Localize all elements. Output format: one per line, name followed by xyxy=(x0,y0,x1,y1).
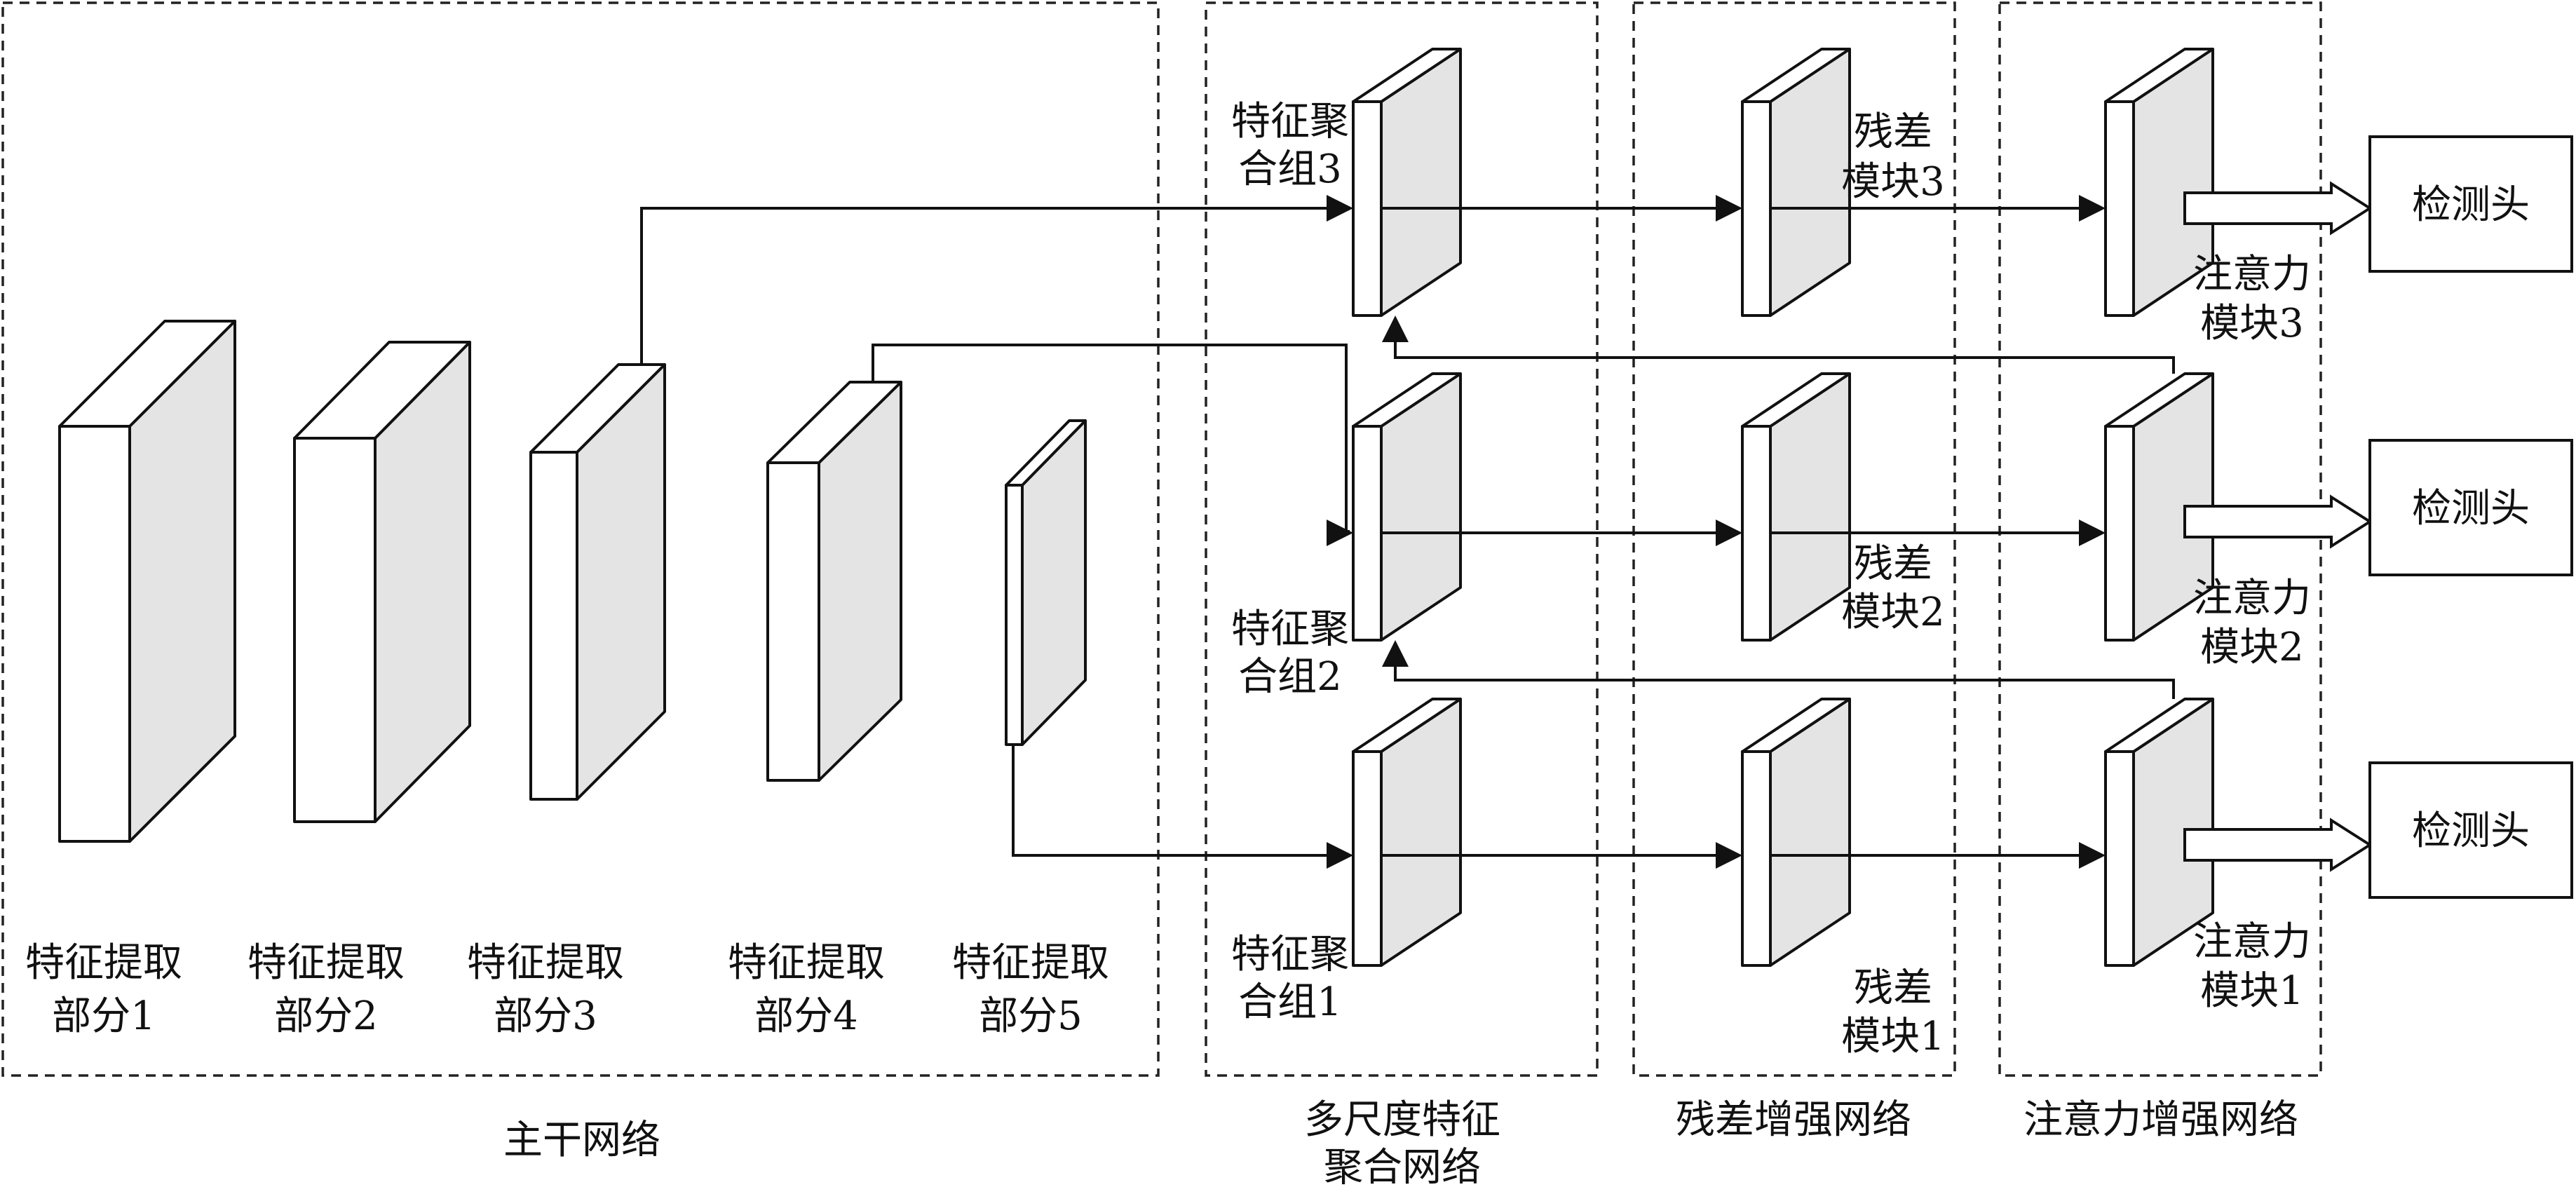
residual-module-1-label-line1: 残差 xyxy=(1854,965,1932,1011)
residual-frame xyxy=(1632,1,1956,1077)
hollow-arrow-3 xyxy=(2183,181,2373,236)
residual-slab-1 xyxy=(1741,698,1851,967)
residual-module-3-label-line2: 模块3 xyxy=(1841,159,1945,205)
fusion-slab-1 xyxy=(1352,698,1462,967)
fusion-title-line2: 聚合网络 xyxy=(1324,1145,1481,1190)
backbone-part-1-label-line2: 部分1 xyxy=(52,993,156,1039)
attention-slab-3 xyxy=(2104,48,2214,317)
residual-module-3-label-line1: 残差 xyxy=(1854,109,1932,155)
backbone-part-4-label-line2: 部分4 xyxy=(754,993,858,1039)
flow-row-2 xyxy=(1381,520,2106,546)
backbone-block-5 xyxy=(1005,419,1087,746)
attention-module-1-label-line2: 模块1 xyxy=(2200,968,2304,1014)
attention-module-2-label-line2: 模块2 xyxy=(2200,625,2304,670)
detection-head-box-3 xyxy=(2368,135,2573,273)
connector-part4-to-fusion2 xyxy=(872,344,1353,546)
backbone-block-3 xyxy=(529,363,666,801)
connector-part5-to-fusion1 xyxy=(1012,745,1353,869)
hollow-arrow-1 xyxy=(2183,818,2373,872)
detection-head-label-1: 检测头 xyxy=(2412,808,2530,854)
hollow-arrow-2 xyxy=(2183,494,2373,549)
attention-module-3-label-line2: 模块3 xyxy=(2200,301,2304,346)
feedback-attention1-to-fusion2 xyxy=(1382,640,2175,699)
attention-slab-2 xyxy=(2104,372,2214,642)
backbone-title: 主干网络 xyxy=(503,1118,660,1163)
detection-head-label-3: 检测头 xyxy=(2412,182,2530,228)
fusion-group-2-label-line2: 合组2 xyxy=(1238,654,1342,700)
backbone-block-1 xyxy=(58,320,236,843)
backbone-part-2-label-line2: 部分2 xyxy=(274,993,378,1039)
backbone-part-4-label-line1: 特征提取 xyxy=(728,940,885,986)
backbone-part-1-label-line1: 特征提取 xyxy=(25,940,182,986)
detection-head-label-2: 检测头 xyxy=(2412,486,2530,531)
residual-slab-2 xyxy=(1741,372,1851,642)
fusion-title-line1: 多尺度特征 xyxy=(1304,1097,1500,1143)
attention-frame xyxy=(1998,1,2322,1077)
fusion-group-1-label-line2: 合组1 xyxy=(1238,979,1342,1025)
residual-module-2-label-line1: 残差 xyxy=(1854,541,1932,587)
flow-row-3 xyxy=(1381,195,2106,222)
fusion-slab-3 xyxy=(1352,48,1462,317)
backbone-part-3-label-line1: 特征提取 xyxy=(467,940,624,986)
detection-head-box-2 xyxy=(2368,439,2573,576)
feedback-attention2-to-fusion3 xyxy=(1382,316,2175,374)
attention-slab-1 xyxy=(2104,698,2214,967)
residual-module-1-label-line2: 模块1 xyxy=(1841,1014,1945,1059)
fusion-slab-2 xyxy=(1352,372,1462,642)
fusion-group-3-label-line2: 合组3 xyxy=(1238,147,1342,192)
attention-title: 注意力增强网络 xyxy=(2023,1097,2298,1143)
attention-module-2-label-line1: 注意力 xyxy=(2193,576,2311,621)
backbone-part-3-label-line2: 部分3 xyxy=(494,993,597,1039)
connector-part3-to-fusion3 xyxy=(640,195,1353,365)
backbone-block-4 xyxy=(766,381,902,782)
residual-title: 残差增强网络 xyxy=(1676,1097,1911,1143)
backbone-frame xyxy=(1,1,1160,1077)
attention-module-1-label-line1: 注意力 xyxy=(2193,919,2311,965)
flow-row-1 xyxy=(1381,842,2106,869)
backbone-part-5-label-line1: 特征提取 xyxy=(952,940,1109,986)
fusion-group-3-label-line1: 特征聚 xyxy=(1231,99,1349,144)
backbone-block-2 xyxy=(293,341,471,823)
residual-module-2-label-line2: 模块2 xyxy=(1841,590,1945,635)
backbone-part-5-label-line2: 部分5 xyxy=(979,993,1083,1039)
fusion-frame xyxy=(1205,1,1599,1077)
detection-head-box-1 xyxy=(2368,761,2573,899)
residual-slab-3 xyxy=(1741,48,1851,317)
fusion-group-1-label-line1: 特征聚 xyxy=(1231,932,1349,977)
backbone-part-2-label-line1: 特征提取 xyxy=(248,940,405,986)
fusion-group-2-label-line1: 特征聚 xyxy=(1231,606,1349,652)
attention-module-3-label-line1: 注意力 xyxy=(2193,252,2311,297)
